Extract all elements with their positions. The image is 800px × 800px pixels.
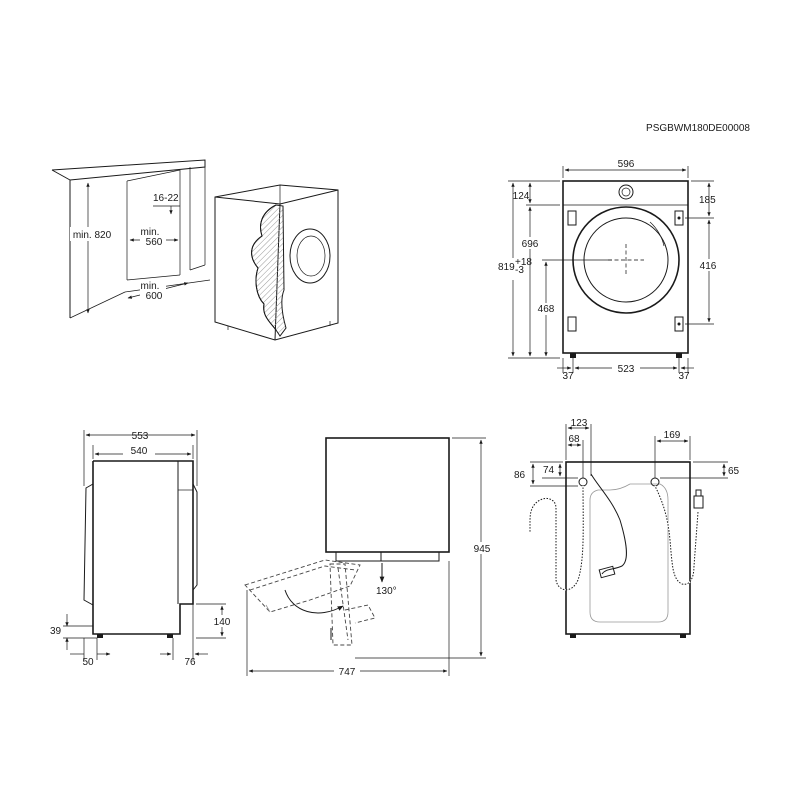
door-opening-depth-label: 747	[339, 667, 356, 678]
rear-inlet-offset-outer-label: 123	[571, 418, 588, 429]
rear-inlet-offset-inner-label: 68	[568, 434, 580, 445]
side-view: 553 540 39 50 140 76	[50, 430, 234, 668]
front-right-foot-label: 37	[678, 371, 690, 382]
door-view: 130° 945 747	[244, 437, 493, 678]
side-foot-height-label: 39	[50, 626, 62, 637]
front-feet-span-label: 523	[618, 364, 635, 375]
rear-view: 123 68 169 86 74 65	[514, 418, 740, 638]
rear-outlet-height-label: 65	[728, 466, 740, 477]
front-lower-height-label: 468	[538, 304, 555, 315]
door-angle-label: 130°	[376, 586, 397, 597]
front-total-height-tol-minus: -3	[515, 265, 524, 276]
door-total-height-label: 945	[474, 544, 491, 555]
side-overall-depth-label: 553	[132, 431, 149, 442]
side-rear-offset-label: 76	[184, 657, 196, 668]
niche-view: min. 820 16-22 min. 560 min. 600	[51, 159, 339, 341]
niche-min-depth-label-2: 600	[146, 291, 163, 302]
front-total-height-tol-plus: +18	[515, 257, 532, 268]
rear-inlet-height-inner-label: 74	[543, 465, 555, 476]
rear-outlet-offset-label: 169	[664, 430, 681, 441]
niche-gap-label: 16-22	[153, 193, 179, 204]
rear-inlet-height-outer-label: 86	[514, 470, 526, 481]
front-width-label: 596	[618, 159, 635, 170]
machine-isometric	[214, 184, 339, 341]
front-hinge-span-label: 416	[700, 261, 717, 272]
front-total-height-label: 819	[498, 262, 515, 273]
front-top-to-hinge-label: 124	[513, 191, 530, 202]
front-view: 596 124 696 819 +18 -3 468 185 416	[497, 159, 719, 382]
front-door-height-label: 696	[522, 239, 539, 250]
niche-min-depth-label-1: min.	[141, 281, 160, 292]
reference-code: PSGBWM180DE00008	[646, 123, 750, 134]
side-front-offset-label: 50	[82, 657, 94, 668]
niche-min-height-label: min. 820	[73, 230, 112, 241]
side-body-depth-label: 540	[131, 446, 148, 457]
niche-min-width-label-2: 560	[146, 237, 163, 248]
side-rear-step-label: 140	[214, 617, 231, 628]
front-hinge-top-label: 185	[699, 195, 716, 206]
front-left-foot-label: 37	[562, 371, 574, 382]
niche-min-width-label-1: min.	[141, 227, 160, 238]
